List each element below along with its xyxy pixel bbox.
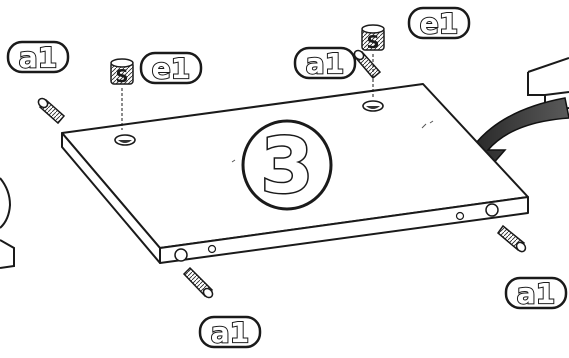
dowel-pin <box>184 268 214 299</box>
part-label-a1: a1 <box>506 277 566 310</box>
part-label-e1: e1 <box>409 7 469 40</box>
step-number: 3 <box>261 121 314 210</box>
label-text-a1: a1 <box>19 41 57 74</box>
svg-text:S: S <box>367 32 380 53</box>
left-side-panel <box>0 178 14 268</box>
label-text-a1: a1 <box>211 316 249 349</box>
part-label-a1: a1 <box>200 316 260 349</box>
label-text-a1: a1 <box>306 47 344 80</box>
label-text-a1: a1 <box>517 277 555 310</box>
edge-hole <box>486 204 498 216</box>
cam-lock: S <box>111 59 133 130</box>
label-text-e1: e1 <box>152 52 190 85</box>
part-label-a1: a1 <box>295 47 355 80</box>
edge-hole <box>175 249 187 261</box>
label-text-e1: e1 <box>420 7 458 40</box>
edge-hole <box>209 246 216 253</box>
step-number-badge: 3 <box>243 121 331 210</box>
svg-text:S: S <box>116 66 129 87</box>
part-label-e1: e1 <box>141 52 201 85</box>
dowel-pin <box>498 226 527 253</box>
part-label-a1: a1 <box>8 41 68 74</box>
dowel-pin <box>353 49 380 78</box>
dowel-pin <box>37 97 64 123</box>
edge-hole <box>457 213 464 220</box>
